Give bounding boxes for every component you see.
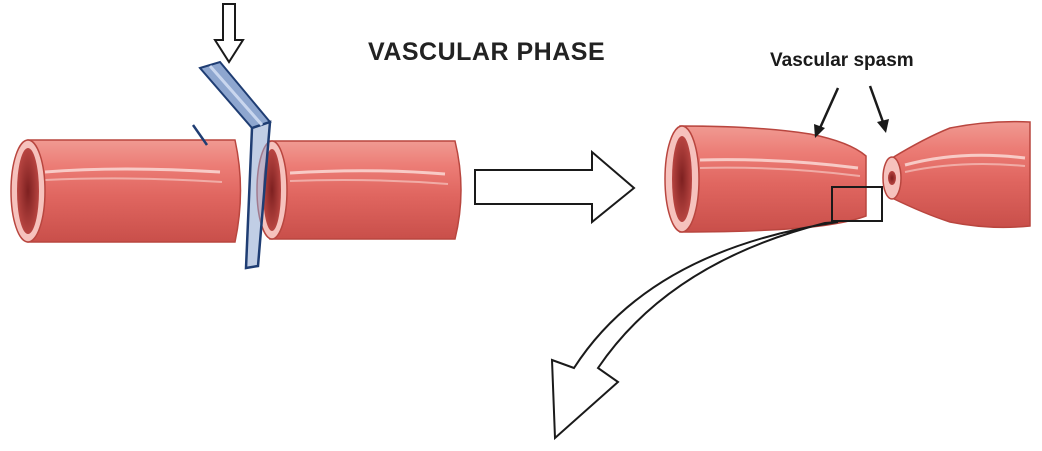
down-arrow-icon <box>215 4 243 62</box>
constricted-vessel-left <box>665 126 866 232</box>
curved-arrow-icon <box>552 222 838 438</box>
vascular-spasm-label: Vascular spasm <box>770 50 914 72</box>
annotation-arrow-left <box>814 88 838 138</box>
right-arrow-icon <box>475 152 634 222</box>
diagram-title: VASCULAR PHASE <box>368 38 605 67</box>
annotation-arrow-right <box>870 86 889 133</box>
left-vessel-segment <box>11 140 241 242</box>
right-vessel-segment <box>257 141 461 239</box>
constricted-vessel-right <box>883 122 1030 228</box>
